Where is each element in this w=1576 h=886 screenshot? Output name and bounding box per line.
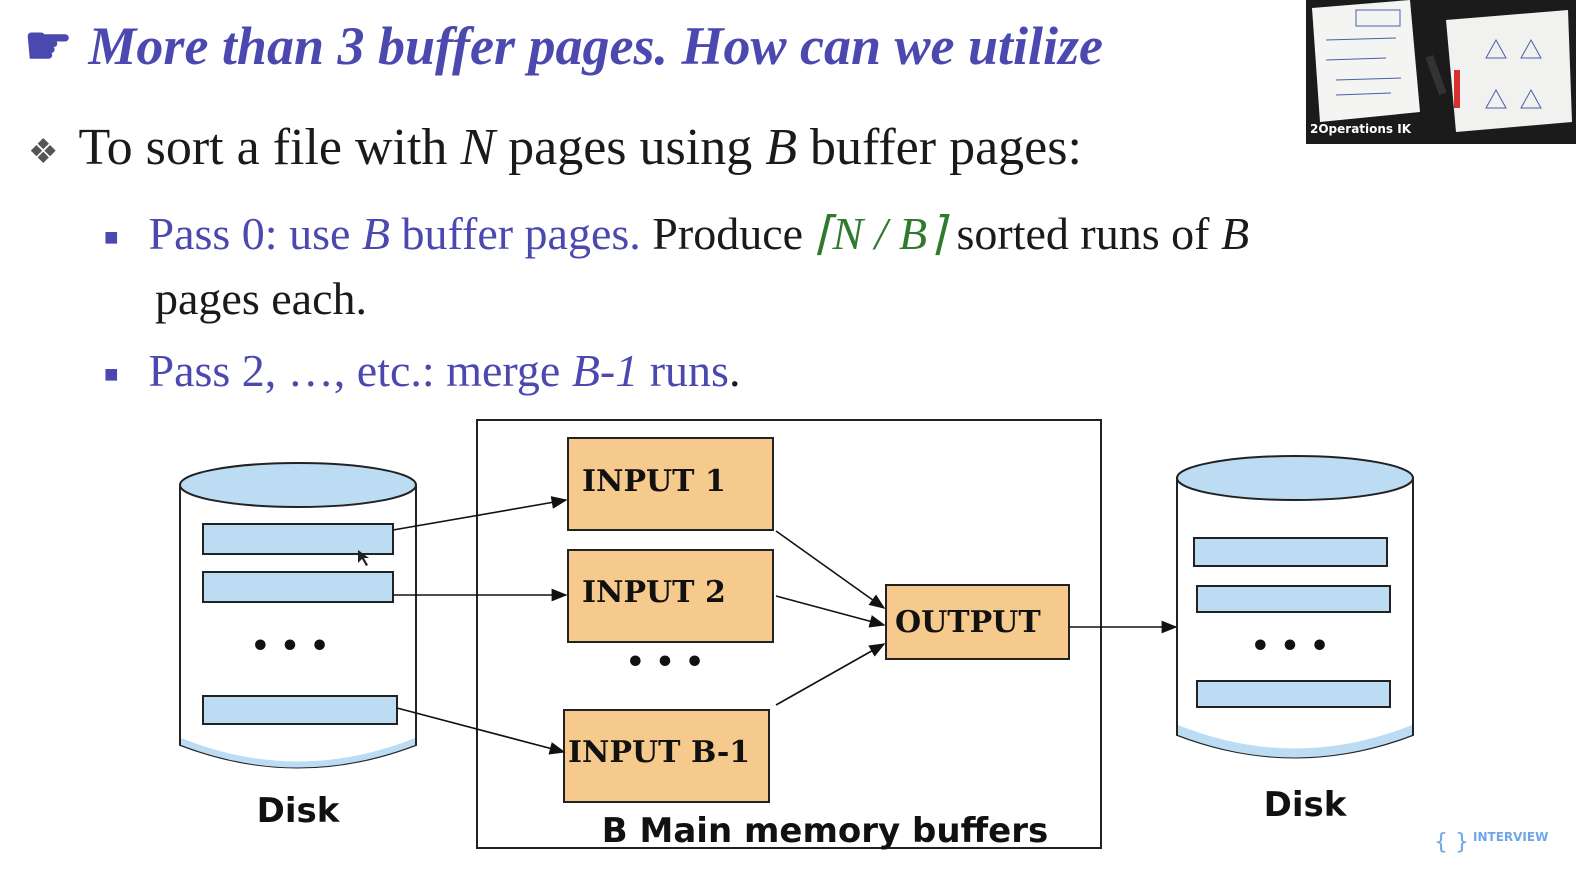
input1-buffer — [567, 437, 774, 531]
whiteboard-sketch-image — [1306, 0, 1576, 144]
disk-page — [202, 571, 394, 603]
left-disk-dots: • • • — [251, 629, 329, 664]
ceil-formula: ⌈N / B⌉ — [814, 208, 945, 259]
disk-page — [1196, 585, 1391, 613]
flow-arrows — [392, 496, 1178, 755]
square-bullet-icon: ■ — [104, 361, 119, 388]
right-disk-label: Disk — [1264, 785, 1348, 825]
memory-frame — [476, 419, 1102, 849]
input2-buffer — [567, 549, 774, 643]
brackets-logo-icon: { } — [1434, 830, 1469, 855]
webcam-video — [1306, 0, 1576, 144]
webcam-caption: 2Operations IK — [1310, 122, 1412, 136]
diamond-bullet-icon: ❖ — [28, 134, 59, 172]
memory-label: B Main memory buffers — [602, 811, 1048, 851]
buffer-dots: • • • — [626, 645, 704, 680]
disk-page — [1193, 537, 1388, 567]
inputb1-label: INPUT B-1 — [568, 735, 750, 770]
square-bullet-icon: ■ — [104, 224, 119, 251]
right-disk: • • • — [1176, 455, 1414, 759]
sub-bullet-pass2: ■Pass 2, …, etc.: merge B-1 runs. — [104, 345, 741, 396]
output-buffer — [885, 584, 1070, 660]
sub-bullet-pass0-cont: pages each. — [155, 273, 367, 324]
output-label: OUTPUT — [895, 605, 1041, 640]
interview-logo: { }INTERVIEW — [1434, 830, 1549, 855]
right-disk-dots: • • • — [1251, 629, 1329, 664]
input1-label: INPUT 1 — [582, 464, 726, 499]
mouse-cursor-icon — [358, 550, 369, 566]
left-disk: • • • — [179, 462, 417, 769]
inputb1-buffer — [563, 709, 770, 803]
slide-title-text: More than 3 buffer pages. How can we uti… — [88, 16, 1104, 76]
disk-page — [202, 523, 394, 555]
pointing-hand-icon: ☛ — [24, 16, 73, 76]
input2-label: INPUT 2 — [582, 575, 726, 610]
slide-title: ☛More than 3 buffer pages. How can we ut… — [24, 14, 1314, 94]
left-disk-label: Disk — [257, 791, 341, 831]
main-bullet: ❖To sort a file with N pages using B buf… — [28, 119, 1082, 176]
sub-bullet-pass0: ■Pass 0: use B buffer pages. Produce ⌈N … — [104, 208, 1250, 259]
disk-page — [202, 695, 398, 725]
disk-page — [1196, 680, 1391, 708]
